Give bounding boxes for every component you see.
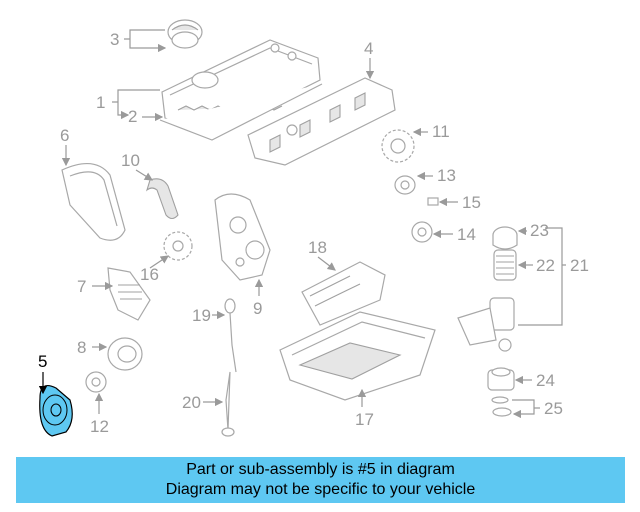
oil-baffle[interactable] [301,261,386,326]
banner-line-1: Part or sub-assembly is #5 in diagram [186,461,455,478]
crankshaft-sprocket[interactable] [163,231,193,261]
callout-2[interactable]: 2 [128,107,137,126]
callout-1[interactable]: 1 [96,93,105,112]
callout-14[interactable]: 14 [457,225,476,244]
callout-7[interactable]: 7 [77,277,86,296]
callout-24[interactable]: 24 [536,371,555,390]
callout-6[interactable]: 6 [60,126,69,145]
callout-16[interactable]: 16 [140,265,159,284]
callout-4[interactable]: 4 [364,39,373,58]
timing-belt[interactable] [145,178,179,220]
info-banner: Part or sub-assembly is #5 in diagram Di… [16,457,625,503]
valve-cover-gasket[interactable] [159,83,323,141]
callout-11[interactable]: 11 [432,122,450,141]
tensioner-pulley[interactable] [411,221,433,243]
oil-dipstick[interactable] [224,298,237,373]
seal-flange[interactable] [107,337,143,371]
callout-9[interactable]: 9 [253,299,262,318]
callout-19[interactable]: 19 [192,306,211,325]
dipstick-tube[interactable] [221,371,235,437]
callout-5[interactable]: 5 [38,352,47,371]
idler-pulley[interactable] [394,175,416,195]
front-engine-cover[interactable] [214,193,271,281]
callout-10[interactable]: 10 [121,151,140,170]
oil-filter-element[interactable] [493,249,517,281]
callout-18[interactable]: 18 [308,238,327,257]
callout-21[interactable]: 21 [570,256,589,275]
callout-12[interactable]: 12 [90,417,109,436]
callout-17[interactable]: 17 [355,410,374,429]
callout-15[interactable]: 15 [462,193,481,212]
crankshaft-pulley-highlighted[interactable] [39,385,73,437]
camshaft-sprocket[interactable] [381,129,415,163]
callout-13[interactable]: 13 [437,166,456,185]
callout-23[interactable]: 23 [530,221,549,240]
oil-filler-cap[interactable] [167,19,203,49]
oil-cooler[interactable] [487,367,515,391]
seal-rings[interactable] [491,396,512,417]
oil-filter-housing[interactable] [457,297,515,352]
callout-3[interactable]: 3 [110,30,119,49]
bushing[interactable] [427,197,439,206]
parts-diagram: 3 1 2 4 11 13 15 14 [38,19,589,437]
callout-8[interactable]: 8 [77,338,86,357]
camshaft-housing[interactable] [247,77,396,166]
banner-line-2: Diagram may not be specific to your vehi… [165,481,476,498]
callout-22[interactable]: 22 [536,256,555,275]
oil-pan[interactable] [279,311,436,401]
oil-filter-cap[interactable] [492,226,518,250]
timing-cover[interactable] [61,163,126,241]
crank-pulley-hub[interactable] [85,371,107,393]
callout-25[interactable]: 25 [544,399,563,418]
callout-20[interactable]: 20 [182,393,201,412]
